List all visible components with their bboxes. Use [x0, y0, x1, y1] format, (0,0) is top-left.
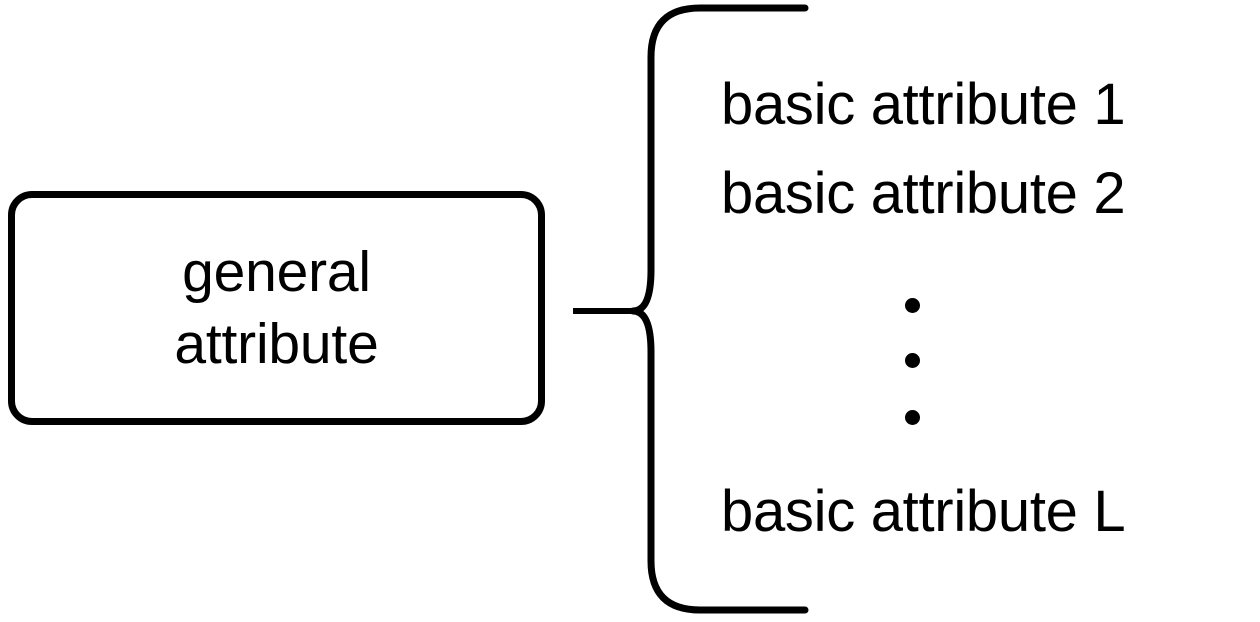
basic-attribute-item-2: basic attribute 2 [721, 161, 1126, 226]
general-attribute-label-line2: attribute [174, 312, 379, 376]
basic-attribute-list: basic attribute 1 basic attribute 2 basi… [721, 0, 1260, 622]
ellipsis-dot-3 [905, 410, 920, 425]
general-attribute-node: general attribute [8, 191, 545, 425]
general-attribute-label-line1: general [182, 240, 371, 304]
basic-attribute-item-L: basic attribute L [721, 479, 1126, 544]
ellipsis-dot-1 [905, 298, 920, 313]
ellipsis-dot-2 [905, 353, 920, 368]
basic-attribute-item-1: basic attribute 1 [721, 72, 1126, 137]
